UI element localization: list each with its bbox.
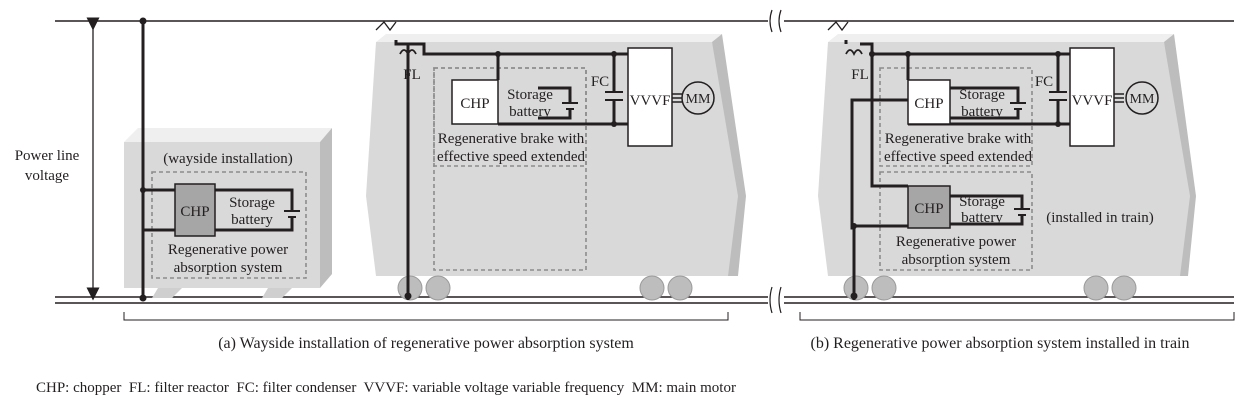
train-b-motor-link	[1114, 93, 1124, 103]
train-b-battery-symbol-top	[1010, 102, 1026, 110]
train-b-storage-label-top: Storage	[959, 87, 1005, 103]
train-a-storage-label: Storage	[507, 87, 553, 103]
train-b-motor	[1125, 81, 1159, 115]
train-a-wheels	[397, 275, 693, 301]
train-b-fl-label: FL	[851, 67, 869, 83]
train-a-effective-speed-label: effective speed extended	[437, 149, 585, 165]
train-b-battery-symbol-bottom	[1014, 208, 1030, 216]
train-a-chp-box	[451, 79, 499, 125]
break-mark-top	[769, 9, 782, 33]
caption-bracket-a	[123, 312, 729, 321]
train-a-fc-capacitor	[605, 91, 623, 101]
wayside-battery-label: battery	[231, 212, 273, 228]
wayside-chp-box	[174, 183, 216, 237]
train-a-battery-label: battery	[509, 104, 551, 120]
train-a-pantograph	[375, 21, 397, 32]
train-b-chp-label-top: CHP	[914, 96, 943, 112]
train-a-motor-link	[672, 93, 682, 103]
train-b-battery-label-top: battery	[961, 104, 1003, 120]
train-b-battery-label-bottom: battery	[961, 210, 1003, 226]
train-b-vvvf-box	[1069, 47, 1115, 147]
train-b-storage-label-bottom: Storage	[959, 194, 1005, 210]
wayside-battery-symbol	[284, 210, 300, 218]
voltage-label: voltage	[25, 168, 69, 184]
train-a-fl-label: FL	[403, 67, 421, 83]
train-b-fc-capacitor	[1049, 91, 1067, 101]
caption-b: (b) Regenerative power absorption system…	[810, 335, 1189, 352]
train-a-fl-symbol	[399, 49, 417, 57]
train-b-effective-speed-label: effective speed extended	[884, 149, 1032, 165]
train-a-wiring	[394, 40, 628, 300]
wayside-box	[124, 128, 332, 298]
wayside-absorption-label: absorption system	[174, 260, 283, 276]
break-mark-bottom	[769, 286, 782, 314]
train-b-vvvf-label: VVVF	[1072, 93, 1113, 109]
train-a-dashed-frame-inner	[433, 67, 587, 167]
wayside-storage-label: Storage	[229, 195, 275, 211]
train-b-pantograph	[827, 21, 849, 32]
train-b-fc-label: FC	[1035, 74, 1053, 90]
power-line-label: Power line	[15, 148, 80, 164]
train-b-dashed-frame-top	[879, 67, 1033, 167]
train-a-dashed-frame-outer	[433, 67, 587, 271]
wayside-installation-label: (wayside installation)	[163, 151, 293, 167]
train-b-fl-symbol	[845, 49, 863, 57]
caption-bracket-b	[799, 312, 1235, 321]
train-b-dashed-frame-bottom	[879, 171, 1033, 271]
wayside-chp-label: CHP	[180, 204, 209, 220]
wayside-regen-power-label: Regenerative power	[168, 242, 288, 258]
train-b-regen-brake-label: Regenerative brake with	[885, 131, 1032, 147]
train-b-wheels	[843, 275, 1137, 301]
train-b-installed-in-train-label: (installed in train)	[1046, 210, 1153, 226]
train-a-fc-label: FC	[591, 74, 609, 90]
train-a-mm-label: MM	[686, 92, 711, 107]
train-a-vvvf-box	[627, 47, 673, 147]
caption-a: (a) Wayside installation of regenerative…	[218, 335, 634, 352]
legend: CHP: chopper FL: filter reactor FC: filt…	[36, 380, 736, 396]
train-b-regen-power-label: Regenerative power	[896, 234, 1016, 250]
train-b-chp-box-top	[907, 79, 951, 125]
train-a-chp-label: CHP	[460, 96, 489, 112]
wayside-dashed-frame	[151, 171, 307, 279]
train-a-regen-brake-label: Regenerative brake with	[438, 131, 585, 147]
train-b-chp-box-bottom	[907, 185, 951, 229]
train-a-battery-symbol	[562, 102, 578, 110]
train-b-absorption-label: absorption system	[902, 252, 1011, 268]
wayside-wiring	[141, 21, 294, 300]
train-a-vvvf-label: VVVF	[630, 93, 671, 109]
train-b-mm-label: MM	[1130, 92, 1155, 107]
train-b-chp-label-bottom: CHP	[914, 201, 943, 217]
train-a-motor	[681, 81, 715, 115]
